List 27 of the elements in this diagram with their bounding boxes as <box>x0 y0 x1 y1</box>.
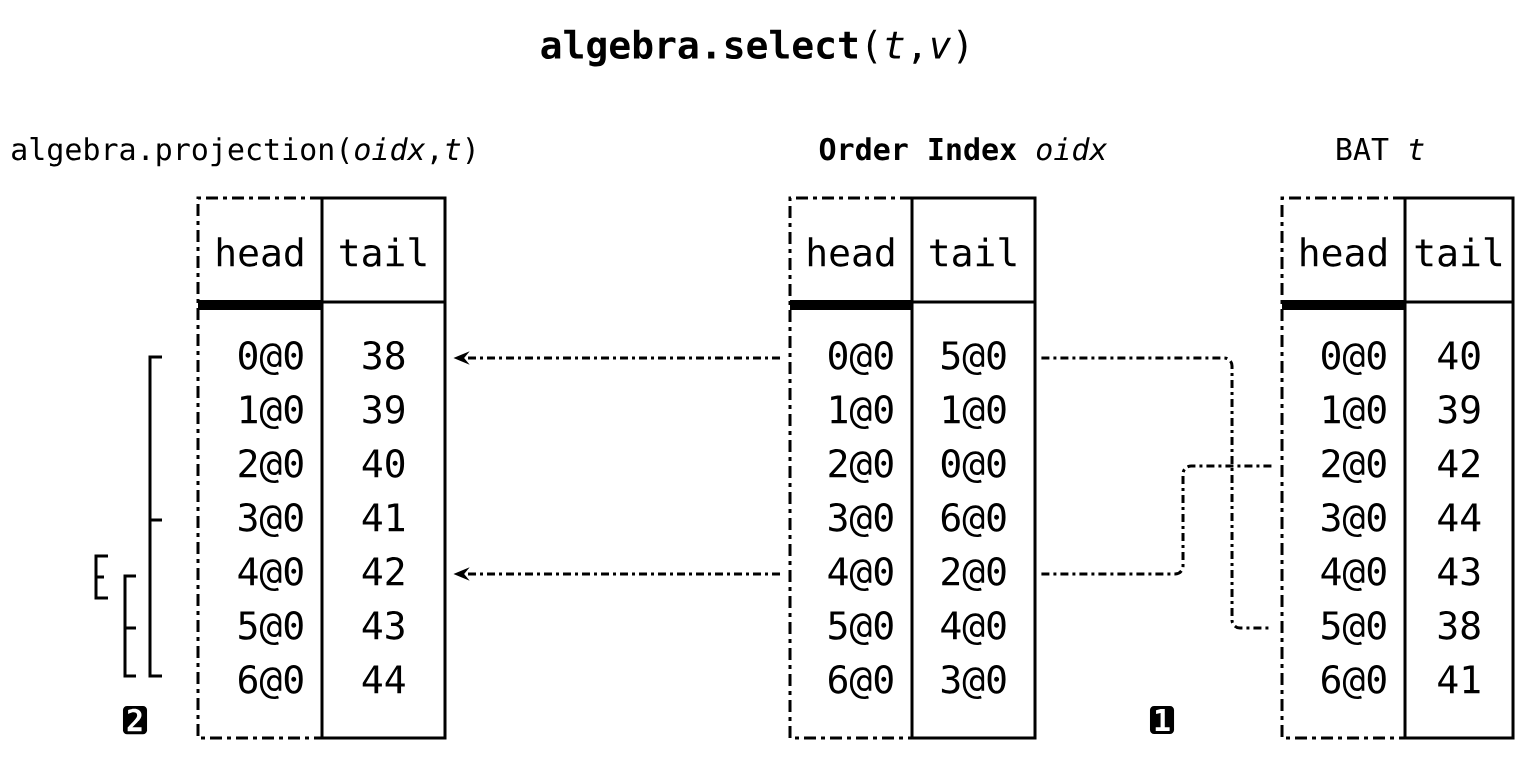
table-row: 4@0 43 <box>1321 556 1480 592</box>
table-title: Order Index oidx <box>819 137 1108 161</box>
table-row: 0@0 40 <box>1322 340 1480 376</box>
table-title: BAT t <box>1337 138 1424 160</box>
callout-number: 2 <box>122 705 148 735</box>
table-row: 6@0 41 <box>1322 664 1480 700</box>
table-row: 0@0 5@0 <box>829 340 1006 376</box>
table-row: 5@0 38 <box>1322 610 1480 646</box>
table-row: 3@0 41 <box>239 502 404 538</box>
table-row: 2@0 40 <box>239 448 405 484</box>
table-row: 0@0 38 <box>239 340 405 376</box>
table-row: 3@0 6@0 <box>829 502 1006 538</box>
table-row: 1@0 39 <box>1324 394 1480 430</box>
table-row: 2@0 42 <box>1322 448 1479 484</box>
table-row: 4@0 2@0 <box>828 556 1006 592</box>
table-row: 5@0 43 <box>239 610 404 646</box>
table-row: 2@0 0@0 <box>829 448 1006 484</box>
table-row: 5@0 4@0 <box>829 610 1006 646</box>
table-row: 3@0 44 <box>1322 502 1481 538</box>
callout-number: 1 <box>1150 706 1175 734</box>
table-row: 1@0 39 <box>241 394 404 430</box>
table-row: 4@0 42 <box>238 556 404 592</box>
table-title: algebra.projection(oidx,t) <box>12 137 474 167</box>
table-row: 6@0 44 <box>239 664 405 700</box>
title: algebra.select(t,v) <box>541 29 967 67</box>
table-row: 6@0 3@0 <box>829 664 1006 700</box>
table-row: 1@0 1@0 <box>831 394 1006 430</box>
